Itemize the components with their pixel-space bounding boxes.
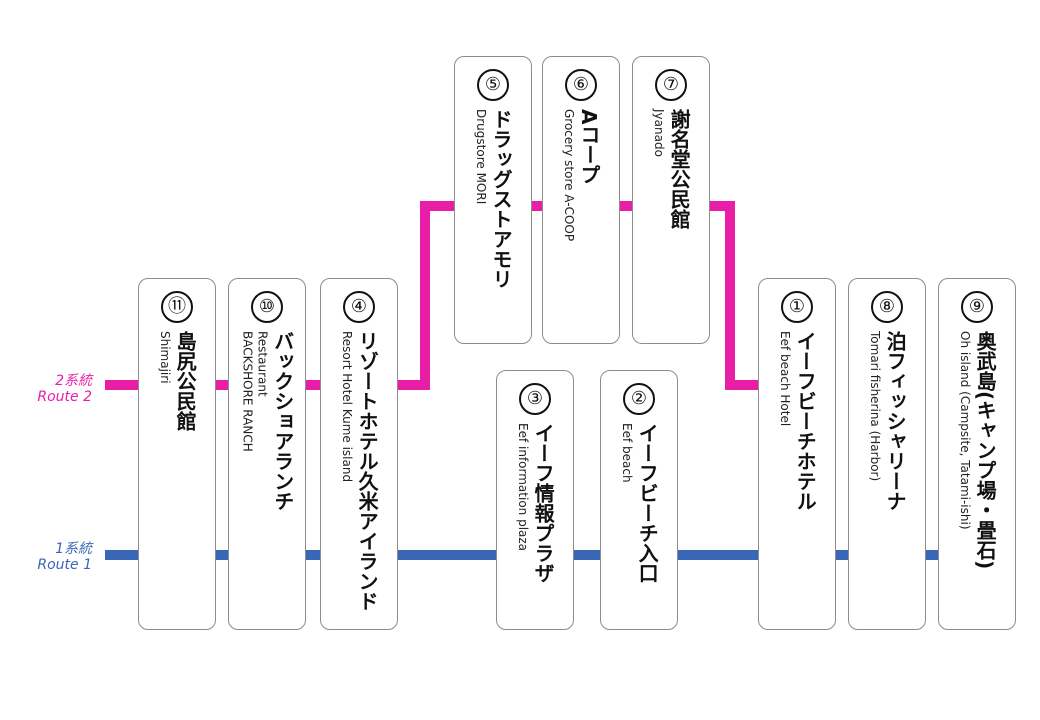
stop-name-en: Resort Hotel Kume island: [340, 331, 355, 483]
stop-name-jp: Aコープ: [577, 109, 602, 185]
stop-name-jp: 島尻公民館: [173, 331, 198, 431]
stop-name-en: Restaurant: [255, 331, 270, 397]
stop-name-en: Jyanado: [652, 109, 667, 157]
route-1-jp: 1系統: [55, 541, 92, 557]
stop-10-backshore-ranch[interactable]: ⑩ バックショアランチ Restaurant BACKSHORE RANCH: [228, 278, 306, 630]
stop-number: ③: [519, 383, 551, 415]
stop-1-eef-beach-hotel[interactable]: ① イーフビーチホテル Eef beach Hotel: [758, 278, 836, 630]
stop-name-jp: 謝名堂公民館: [667, 109, 692, 229]
stop-6-a-coop[interactable]: ⑥ Aコープ Grocery store A-COOP: [542, 56, 620, 344]
stop-name-jp: 奥武島(キャンプ場・畳石): [973, 331, 998, 570]
stop-name-jp: バックショアランチ: [270, 331, 295, 511]
stop-number: ⑪: [161, 291, 193, 323]
stop-number: ⑨: [961, 291, 993, 323]
stop-name-en: Grocery store A-COOP: [562, 109, 577, 242]
route-1-label: 1系統 Route 1: [12, 542, 92, 572]
stop-name-jp: 泊フィッシャリーナ: [883, 331, 908, 511]
stop-name-en: Tomari fisherina (Harbor): [868, 331, 883, 482]
stop-11-shimajiri[interactable]: ⑪ 島尻公民館 Shimajiri: [138, 278, 216, 630]
stop-name-en: Eef beach Hotel: [778, 331, 793, 427]
stop-number: ⑦: [655, 69, 687, 101]
stop-number: ④: [343, 291, 375, 323]
stop-number: ⑥: [565, 69, 597, 101]
route-2-jp: 2系統: [55, 373, 92, 389]
stop-8-tomari-fisherina[interactable]: ⑧ 泊フィッシャリーナ Tomari fisherina (Harbor): [848, 278, 926, 630]
route-1-en: Route 1: [37, 557, 92, 573]
stop-name-jp: イーフビーチ入口: [635, 423, 660, 583]
route-2-label: 2系統 Route 2: [12, 374, 92, 404]
stop-9-oh-island[interactable]: ⑨ 奥武島(キャンプ場・畳石) Oh island (Campsite, Tat…: [938, 278, 1016, 630]
stop-5-drugstore-mori[interactable]: ⑤ ドラッグストアモリ Drugstore MORI: [454, 56, 532, 344]
stop-number: ⑧: [871, 291, 903, 323]
stop-name-jp: イーフビーチホテル: [793, 331, 818, 511]
stop-name-en: Eef information plaza: [516, 423, 531, 552]
route-2-en: Route 2: [37, 389, 92, 405]
stop-name-jp: ドラッグストアモリ: [489, 109, 514, 289]
stop-name-en: Oh island (Campsite, Tatami-ishi): [958, 331, 973, 530]
stop-3-eef-information-plaza[interactable]: ③ イーフ情報プラザ Eef information plaza: [496, 370, 574, 630]
stop-name-en-2: BACKSHORE RANCH: [240, 331, 255, 452]
stop-4-resort-hotel-kume-island[interactable]: ④ リゾートホテル久米アイランド Resort Hotel Kume islan…: [320, 278, 398, 630]
stop-name-en: Eef beach: [620, 423, 635, 483]
stop-name-en: Shimajiri: [158, 331, 173, 384]
stop-number: ⑤: [477, 69, 509, 101]
stop-2-eef-beach[interactable]: ② イーフビーチ入口 Eef beach: [600, 370, 678, 630]
stop-number: ①: [781, 291, 813, 323]
stop-name-jp: イーフ情報プラザ: [531, 423, 556, 583]
stop-number: ⑩: [251, 291, 283, 323]
stop-name-en: Drugstore MORI: [474, 109, 489, 205]
stop-name-jp: リゾートホテル久米アイランド: [355, 331, 380, 611]
stop-number: ②: [623, 383, 655, 415]
stop-7-jyanado[interactable]: ⑦ 謝名堂公民館 Jyanado: [632, 56, 710, 344]
